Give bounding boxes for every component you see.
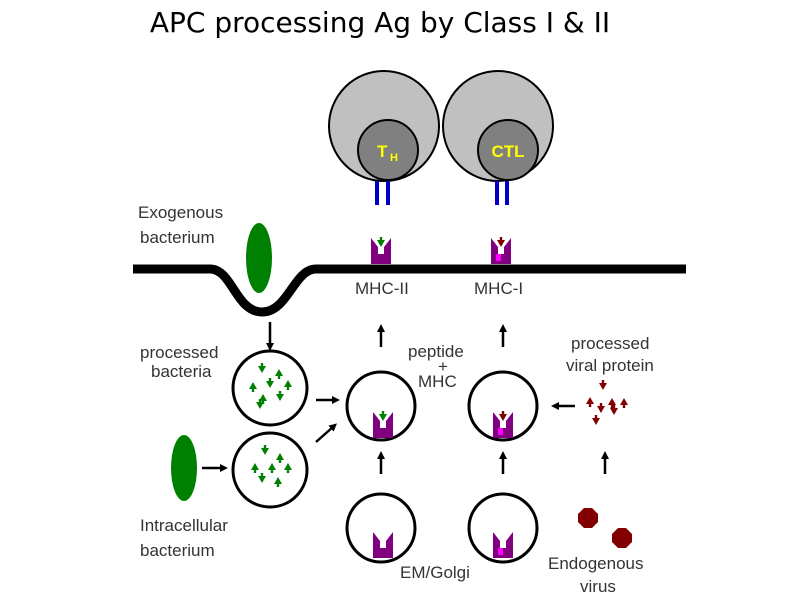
processed-bacteria-vesicle bbox=[231, 349, 309, 427]
cell-membrane bbox=[133, 264, 686, 317]
ctl-cell-label: CTL bbox=[491, 142, 524, 161]
tcr-ctl bbox=[495, 181, 509, 205]
mhc-ii-label: MHC-II bbox=[355, 279, 409, 298]
er-golgi-vesicle-mhc-i bbox=[467, 492, 539, 564]
exogenous-label-1: Exogenous bbox=[138, 203, 223, 222]
processed-viral-label-2: viral protein bbox=[566, 356, 654, 375]
intracellular-bacteria-vesicle bbox=[231, 431, 309, 509]
surface-mhc-ii bbox=[371, 237, 391, 264]
mhc-i-label: MHC-I bbox=[474, 279, 523, 298]
peptide-label: peptide bbox=[408, 342, 464, 361]
intracellular-label-2: bacterium bbox=[140, 541, 215, 560]
em-golgi-label: EM/Golgi bbox=[400, 563, 470, 582]
endogenous-label-2: virus bbox=[580, 577, 616, 596]
intracellular-label-1: Intracellular bbox=[140, 516, 228, 535]
intracellular-bacterium bbox=[171, 435, 197, 501]
page-title: APC processing Ag by Class I & II bbox=[149, 6, 611, 39]
exogenous-label-2: bacterium bbox=[140, 228, 215, 247]
tcr-th bbox=[375, 181, 390, 205]
endogenous-virus bbox=[578, 508, 632, 548]
plus-label: + bbox=[438, 357, 448, 376]
mhc-i-loading-vesicle bbox=[467, 370, 539, 442]
ctl-cell: CTL bbox=[442, 70, 554, 182]
processed-viral-label-1: processed bbox=[571, 334, 649, 353]
th-cell: T H bbox=[328, 70, 440, 182]
processed-bacteria-label-1: processed bbox=[140, 343, 218, 362]
surface-mhc-i bbox=[491, 237, 511, 264]
th-cell-label: T bbox=[377, 142, 388, 161]
mhc-ii-loading-vesicle bbox=[345, 370, 417, 442]
mhc-label: MHC bbox=[418, 372, 457, 391]
processed-bacteria-label-2: bacteria bbox=[151, 362, 212, 381]
endogenous-label-1: Endogenous bbox=[548, 554, 643, 573]
pathway-arrows bbox=[202, 322, 609, 474]
exogenous-bacterium bbox=[246, 223, 272, 293]
th-cell-subscript: H bbox=[390, 152, 398, 164]
processed-viral-protein bbox=[586, 380, 628, 425]
er-golgi-vesicle-mhc-ii bbox=[345, 492, 417, 564]
